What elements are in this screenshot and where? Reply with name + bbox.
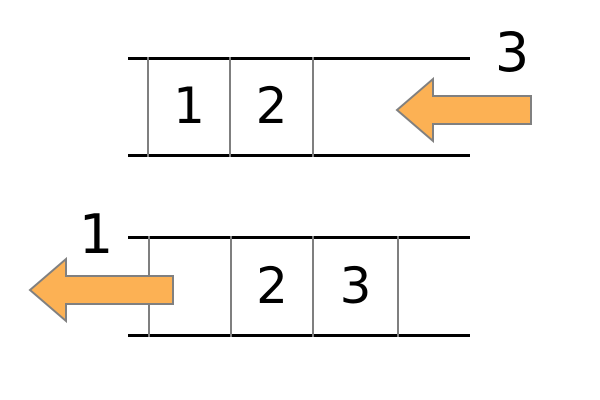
top-row: 1 2 bbox=[128, 57, 470, 157]
enqueue-arrow-icon bbox=[395, 76, 532, 144]
top-row-divider-1 bbox=[229, 57, 231, 157]
bottom-row-divider-3 bbox=[397, 236, 399, 337]
bottom-row-divider-2 bbox=[312, 236, 314, 337]
bottom-row-lower-rule bbox=[128, 334, 470, 337]
dequeue-arrow-icon bbox=[28, 256, 174, 324]
enqueue-arrow bbox=[395, 75, 532, 145]
bottom-row: 2 3 bbox=[128, 236, 470, 337]
bottom-row-divider-1 bbox=[230, 236, 232, 337]
bottom-row-side-label: 1 bbox=[78, 203, 114, 266]
top-row-cell-1: 2 bbox=[255, 77, 288, 135]
bottom-row-upper-rule bbox=[128, 236, 470, 239]
bottom-row-cell-1: 2 bbox=[256, 257, 288, 315]
top-row-divider-2 bbox=[312, 57, 314, 157]
dequeue-arrow bbox=[28, 255, 174, 325]
top-row-cell-0: 1 bbox=[173, 77, 205, 135]
top-row-side-label: 3 bbox=[494, 21, 530, 84]
top-row-lower-rule bbox=[128, 154, 470, 157]
top-row-upper-rule bbox=[128, 57, 470, 60]
top-row-divider-0 bbox=[147, 57, 149, 157]
bottom-row-cell-2: 3 bbox=[339, 257, 372, 315]
